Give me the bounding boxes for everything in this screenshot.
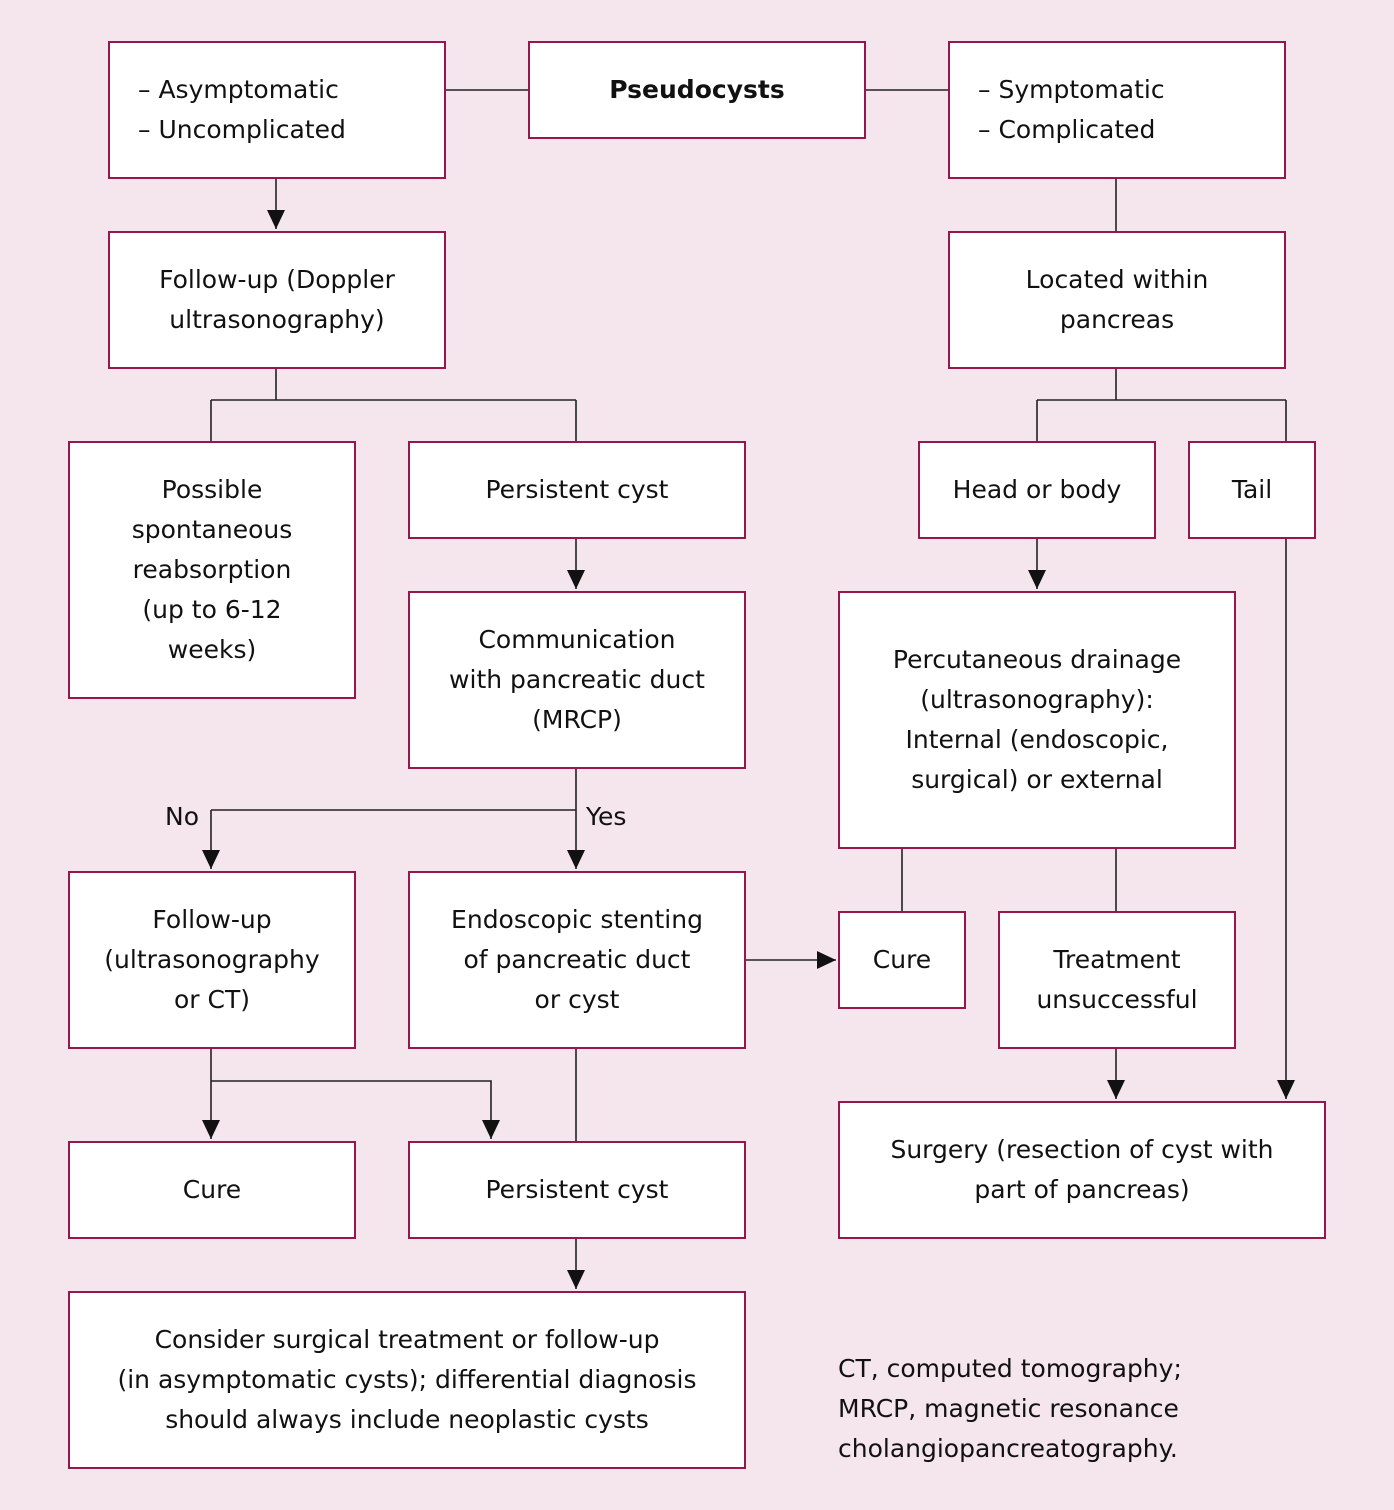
- node-pseudocysts: Pseudocysts: [528, 41, 866, 139]
- node-followup-doppler: Follow-up (Doppler ultrasonography): [108, 231, 446, 369]
- node-text-line: reabsorption: [132, 555, 292, 584]
- node-text-line: (MRCP): [532, 705, 622, 734]
- connector-no-branch: [210, 769, 577, 869]
- arrowhead: [267, 210, 285, 229]
- arrowhead: [1028, 570, 1046, 589]
- node-located-within: Located within pancreas: [948, 231, 1286, 369]
- node-text-line: ultrasonography): [169, 305, 385, 334]
- node-endoscopic-stenting: Endoscopic stenting of pancreatic duct or …: [408, 871, 746, 1049]
- node-text-line: Tail: [1231, 475, 1273, 504]
- edge-label-no: No: [165, 802, 199, 831]
- node-text-line: Cure: [182, 1175, 242, 1204]
- node-text-line: part of pancreas): [974, 1175, 1190, 1204]
- node-text-line: Endoscopic stenting: [451, 905, 703, 934]
- connector-followup-split: [210, 369, 577, 441]
- node-text-line: Persistent cyst: [485, 1175, 669, 1204]
- footnote-line: CT, computed tomography;: [838, 1354, 1182, 1383]
- node-persistent-cyst-1: Persistent cyst: [408, 441, 746, 539]
- node-consider-surgical: Consider surgical treatment or follow-up…: [68, 1291, 746, 1469]
- node-asymptomatic: – Asymptomatic – Uncomplicated: [108, 41, 446, 179]
- node-text-line: or CT): [173, 985, 250, 1014]
- node-text-line: Follow-up (Doppler: [159, 265, 395, 294]
- node-text-line: – Uncomplicated: [138, 115, 346, 144]
- node-text-line: spontaneous: [131, 515, 293, 544]
- node-spontaneous-reabsorption: Possible spontaneous reabsorption (up to 6-…: [68, 441, 356, 699]
- arrowhead: [817, 951, 836, 969]
- node-text-line: Percutaneous drainage: [892, 645, 1182, 674]
- node-text-line: Surgery (resection of cyst with: [890, 1135, 1274, 1164]
- connector-located-split: [1036, 369, 1287, 441]
- node-tail: Tail: [1188, 441, 1316, 539]
- node-text-line: (in asymptomatic cysts); differential di…: [117, 1365, 697, 1394]
- node-text-line: Treatment: [1053, 945, 1181, 974]
- node-treatment-unsuccessful: Treatment unsuccessful: [998, 911, 1236, 1049]
- abbreviations-footnote: CT, computed tomography; MRCP, magnetic …: [838, 1349, 1182, 1469]
- node-text-line: Consider surgical treatment or follow-up: [154, 1325, 660, 1354]
- node-text-line: – Complicated: [978, 115, 1156, 144]
- arrowhead: [1277, 1080, 1295, 1099]
- node-text-line: with pancreatic duct: [449, 665, 705, 694]
- arrowhead: [1107, 1080, 1125, 1099]
- node-text-line: (ultrasonography: [104, 945, 320, 974]
- node-text-line: unsuccessful: [1036, 985, 1198, 1014]
- footnote-line: MRCP, magnetic resonance: [838, 1394, 1179, 1423]
- arrowhead: [202, 850, 220, 869]
- node-text-line: of pancreatic duct: [463, 945, 691, 974]
- node-text-line: Communication: [478, 625, 676, 654]
- arrowhead: [567, 1270, 585, 1289]
- node-text-line: Follow-up: [152, 905, 272, 934]
- node-text-line: should always include neoplastic cysts: [165, 1405, 649, 1434]
- node-text-line: Internal (endoscopic,: [905, 725, 1169, 754]
- arrowhead: [482, 1120, 500, 1139]
- node-text-line: Possible: [161, 475, 263, 504]
- node-text-line: or cyst: [534, 985, 620, 1014]
- node-followup-ct: Follow-up (ultrasonography or CT): [68, 871, 356, 1049]
- node-text-line: (ultrasonography):: [920, 685, 1154, 714]
- node-symptomatic: – Symptomatic – Complicated: [948, 41, 1286, 179]
- node-text-line: Head or body: [952, 475, 1122, 504]
- footnote-line: cholangiopancreatography.: [838, 1434, 1178, 1463]
- node-text-line: – Symptomatic: [978, 75, 1165, 104]
- node-text-line: – Asymptomatic: [138, 75, 339, 104]
- arrowhead: [567, 850, 585, 869]
- node-text-line: Pseudocysts: [609, 75, 785, 104]
- node-text-line: surgical) or external: [911, 765, 1163, 794]
- node-text-line: (up to 6-12: [142, 595, 282, 624]
- node-text-line: Located within: [1025, 265, 1209, 294]
- node-cure-bottom: Cure: [68, 1141, 356, 1239]
- node-percutaneous-drainage: Percutaneous drainage (ultrasonography): I…: [838, 591, 1236, 849]
- node-text-line: Persistent cyst: [485, 475, 669, 504]
- arrowhead: [202, 1120, 220, 1139]
- edge-label-yes: Yes: [586, 802, 627, 831]
- node-text-line: pancreas: [1059, 305, 1175, 334]
- node-text-line: Cure: [872, 945, 932, 974]
- node-cure-mid: Cure: [838, 911, 966, 1009]
- node-text-line: weeks): [167, 635, 257, 664]
- connector-followup-persistent: [211, 1080, 492, 1139]
- node-persistent-cyst-2: Persistent cyst: [408, 1141, 746, 1239]
- node-communication-duct: Communication with pancreatic duct (MRCP): [408, 591, 746, 769]
- node-head-or-body: Head or body: [918, 441, 1156, 539]
- node-surgery: Surgery (resection of cyst with part of p…: [838, 1101, 1326, 1239]
- arrowhead: [567, 570, 585, 589]
